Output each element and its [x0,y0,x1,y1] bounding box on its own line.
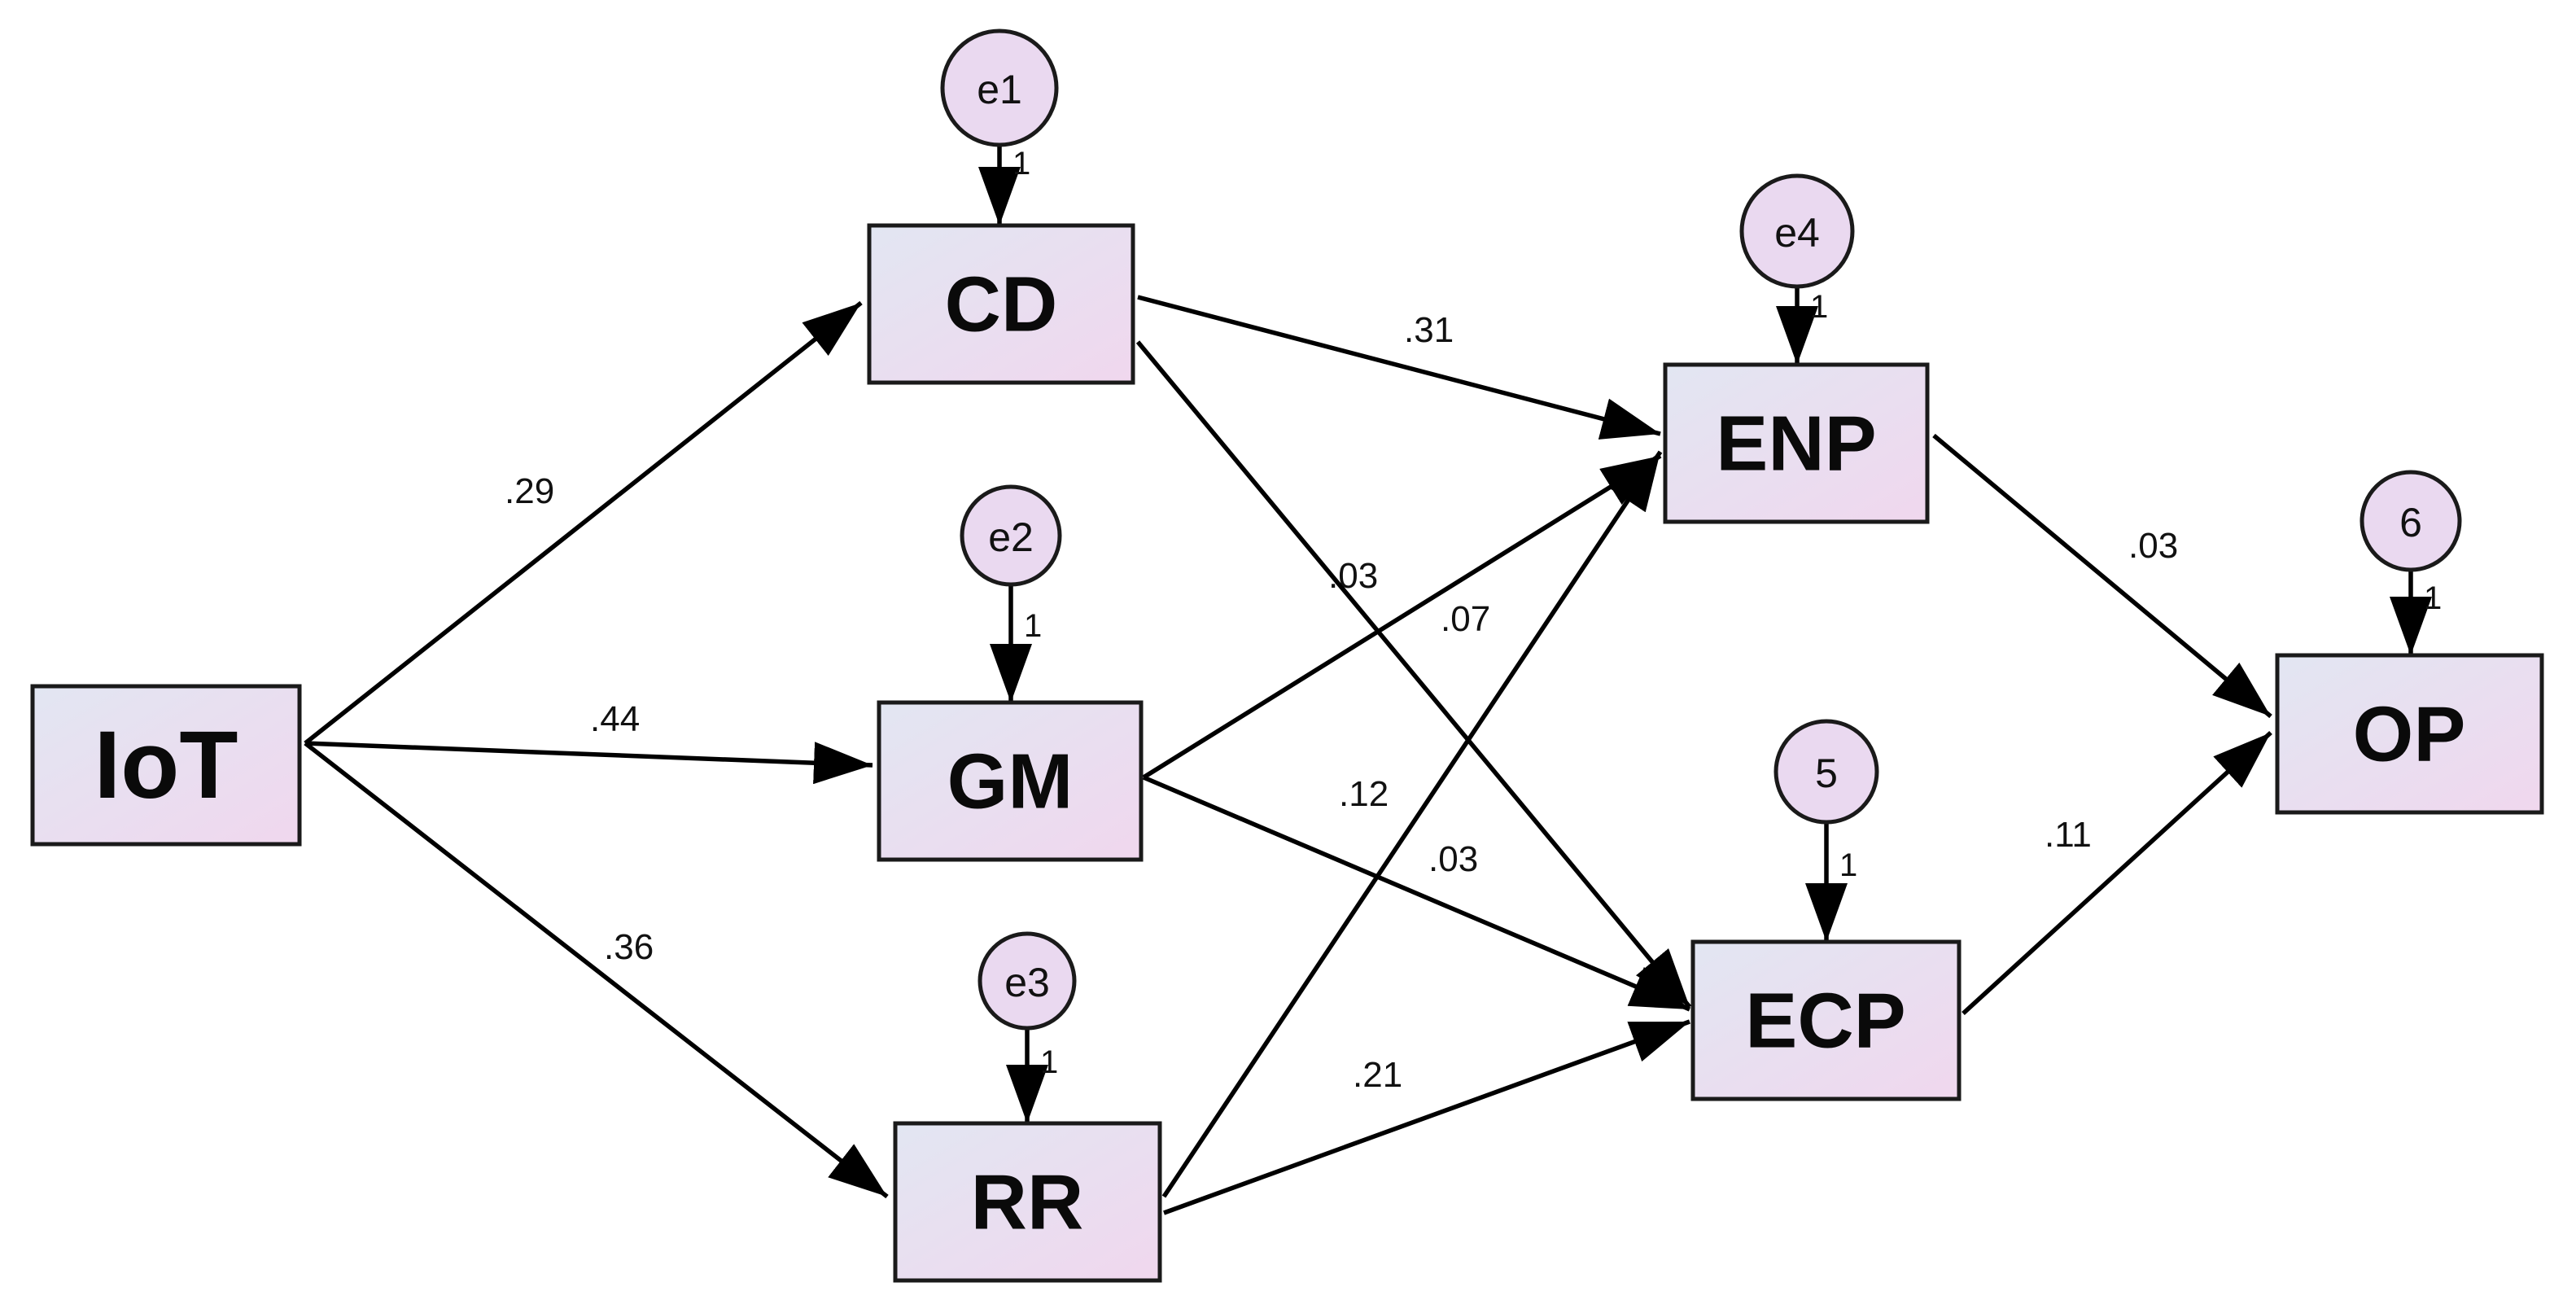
node-rr-label: RR [971,1159,1084,1246]
weight-e5: 1 [1839,847,1857,883]
node-op-label: OP [2353,691,2466,778]
coef-rr-enp: .12 [1339,774,1389,814]
weight-e1: 1 [1012,146,1030,182]
arrow-iot-rr [304,741,889,1199]
node-rr: RR [893,1121,1162,1283]
arrow-iot-gm [304,741,873,785]
weight-e2: 1 [1024,608,1042,644]
node-gm-label: GM [947,738,1074,825]
arrow-gm-ecp [1142,775,1691,1012]
coef-gm-enp: .07 [1441,599,1490,639]
arrow-iot-cd [304,300,863,746]
coef-gm-ecp: .03 [1428,839,1478,879]
coef-cd-enp: .31 [1404,310,1454,350]
path-arrows [304,295,2272,1215]
weight-e3: 1 [1040,1044,1058,1080]
node-iot: IoT [30,684,302,847]
node-ecp: ECP [1690,939,1962,1101]
arrow-gm-enp [1142,453,1662,780]
node-ecp-label: ECP [1745,978,1905,1065]
weight-e4: 1 [1810,289,1828,325]
error-e6: 6 [2360,470,2462,572]
error-e5-label: 5 [1815,751,1838,796]
error-e5: 5 [1773,719,1879,825]
coef-iot-rr: .36 [604,927,654,967]
arrow-rr-ecp [1163,1019,1690,1215]
arrow-cd-enp [1137,295,1661,440]
error-e6-label: 6 [2399,500,2422,545]
arrow-cd-ecp [1135,340,1692,1009]
node-enp-label: ENP [1716,401,1876,488]
coef-ecp-op: .11 [2045,815,2092,855]
coef-iot-gm: .44 [590,699,640,739]
coef-enp-op: .03 [2128,526,2178,566]
node-op: OP [2275,653,2544,815]
node-iot-label: IoT [94,711,238,819]
coef-rr-ecp: .21 [1353,1055,1402,1095]
error-e3-label: e3 [1004,960,1050,1005]
error-e1-label: e1 [977,67,1022,112]
node-cd-label: CD [945,261,1058,348]
node-cd: CD [867,223,1135,385]
error-e3: e3 [977,931,1077,1031]
error-e2-label: e2 [988,514,1034,560]
arrow-rr-enp [1161,450,1663,1198]
coefficient-labels: .29 .44 .36 .31 .03 .07 .12 .03 .21 .03 … [505,310,2178,1095]
error-weights: 1 1 1 1 1 1 [1012,146,2442,1080]
error-e4-label: e4 [1774,210,1820,256]
arrow-ecp-op [1962,730,2272,1016]
weight-e6: 1 [2424,580,2442,616]
error-e2: e2 [960,484,1062,587]
arrow-enp-op [1932,433,2272,719]
error-e4: e4 [1739,173,1855,289]
node-enp: ENP [1663,362,1930,524]
error-e1: e1 [940,28,1059,147]
node-gm: GM [877,700,1144,862]
coef-iot-cd: .29 [505,471,554,511]
coef-cd-ecp: .03 [1328,556,1378,596]
